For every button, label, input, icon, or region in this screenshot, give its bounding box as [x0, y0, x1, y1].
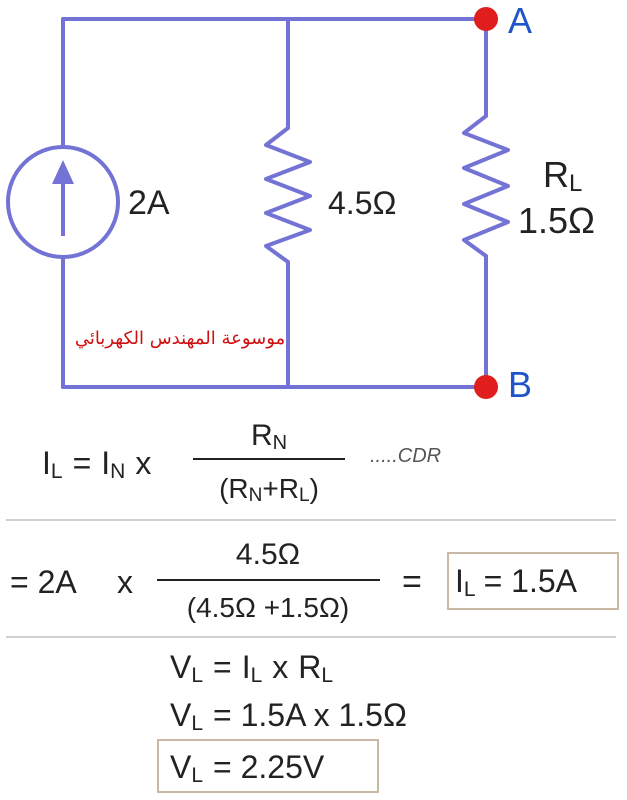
formula-eq: = [73, 445, 92, 481]
formula-cdr-note: .....CDR [370, 445, 441, 467]
terminal-a-label: A [508, 0, 532, 41]
vl1-isub: L [251, 664, 263, 687]
vl1-eq: = [213, 649, 232, 685]
formula-in: I [101, 445, 110, 481]
result-current: IL = 1.5A [455, 563, 578, 601]
load-resistor-symbol: R [543, 154, 569, 195]
vl1-v: V [170, 649, 192, 685]
vl1-sub: L [191, 664, 203, 687]
result-box [447, 552, 619, 610]
terminal-b-node [474, 375, 498, 399]
terminal-a-node [474, 7, 498, 31]
substitution-numerator: 4.5Ω [236, 538, 300, 571]
terminal-b-label: B [508, 364, 532, 405]
vl3-sub: L [191, 764, 203, 787]
vl2-rest: = 1.5A x 1.5Ω [213, 697, 407, 733]
formula-il: I [42, 445, 51, 481]
formula-il-sub: L [51, 460, 63, 483]
substitution-equals: = [402, 563, 422, 601]
formula-den-close: ) [310, 473, 319, 504]
formula-den-r2: R [279, 473, 299, 504]
load-resistor-zigzag [462, 114, 510, 258]
substitution-lhs: = 2A [10, 564, 77, 600]
vl3-v: V [170, 749, 192, 785]
vl1-r: R [298, 649, 321, 685]
substitution-formula: = 2A x 4.5Ω (4.5Ω +1.5Ω) = IL = 1.5A [10, 538, 619, 623]
circuit-wires [61, 17, 488, 389]
current-source [6, 145, 120, 259]
load-resistor-value: 1.5Ω [518, 200, 595, 241]
formula-times: x [135, 445, 151, 481]
vl1-i: I [242, 649, 251, 685]
formula-num-r: R [251, 419, 273, 452]
result-il: I [455, 563, 464, 599]
watermark-text: موسوعة المهندس الكهربائي [75, 328, 285, 349]
formula-den-sub1: N [249, 485, 263, 506]
vl3-rest: = 2.25V [213, 749, 325, 785]
vl1-rsub: L [321, 664, 333, 687]
substitution-times: x [117, 564, 133, 600]
norton-resistor-zigzag [264, 126, 312, 264]
load-resistor-name: RL [543, 154, 582, 197]
formula-den-sub2: L [299, 485, 310, 506]
current-source-label: 2A [128, 184, 170, 222]
formula-den-open: ( [219, 473, 229, 504]
formula-den-r1: R [228, 473, 248, 504]
formula-denominator: (RN+RL) [219, 473, 319, 506]
result-il-value: = 1.5A [484, 563, 578, 599]
result-il-sub: L [464, 578, 476, 601]
vl1-x: x [272, 649, 288, 685]
arrow-up-icon [52, 160, 74, 184]
vl2-sub: L [191, 712, 203, 735]
current-source-circle [6, 145, 120, 259]
norton-resistor-label: 4.5Ω [328, 185, 396, 221]
formula-num-sub: N [273, 432, 287, 454]
load-resistor-subscript: L [569, 170, 582, 197]
formula-in-sub: N [110, 460, 125, 483]
vl2-v: V [170, 697, 192, 733]
formula-den-plus: + [262, 473, 278, 504]
formula-numerator: RN [251, 419, 287, 454]
substitution-denominator: (4.5Ω +1.5Ω) [187, 592, 350, 623]
voltage-line-3: VL = 2.25V [170, 749, 325, 787]
voltage-result-box [157, 739, 379, 793]
voltage-line-2: VL = 1.5A x 1.5Ω [170, 697, 407, 735]
